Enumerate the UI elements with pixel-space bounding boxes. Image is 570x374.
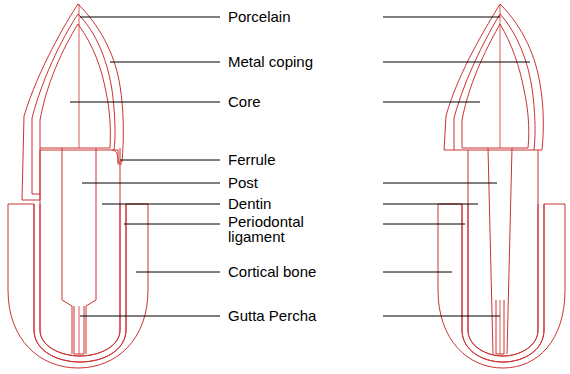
part-label: Post [228, 174, 258, 191]
part-label: Core [228, 93, 261, 110]
part-label: Porcelain [228, 8, 291, 25]
part-label: Dentin [228, 195, 271, 212]
part-label: Gutta Percha [228, 307, 316, 324]
part-label: Periodontal ligament [228, 214, 328, 244]
leader-lines [70, 17, 530, 316]
part-label: Metal coping [228, 53, 313, 70]
part-label: Ferrule [228, 151, 276, 168]
part-label: Cortical bone [228, 263, 316, 280]
